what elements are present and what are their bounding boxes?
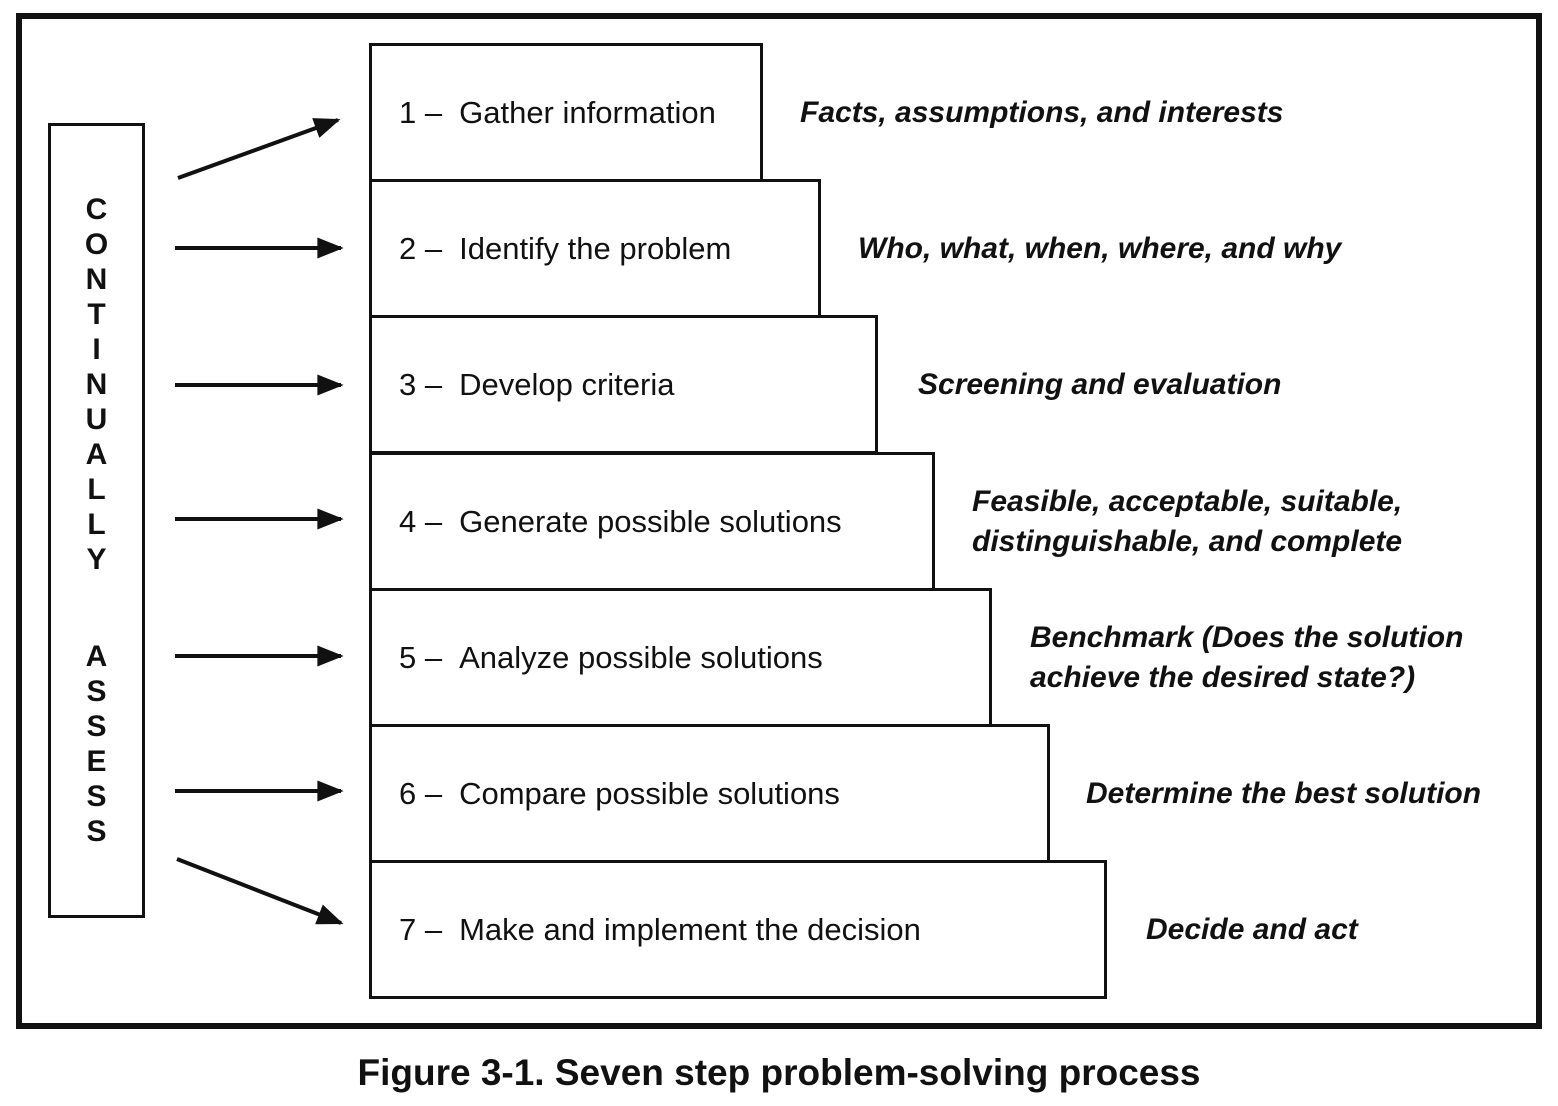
step-title: Gather information (459, 94, 716, 130)
step-title: Generate possible solutions (459, 503, 842, 539)
step-title: Compare possible solutions (459, 775, 840, 811)
step-box-1: 1 – Gather information (369, 43, 763, 182)
note-line: Facts, assumptions, and interests (800, 95, 1284, 129)
note-line: Decide and act (1146, 912, 1358, 946)
step-title: Make and implement the decision (459, 911, 921, 947)
step-box-2: 2 – Identify the problem (369, 179, 821, 318)
step-note-7: Decide and act (1146, 860, 1358, 999)
step-note-3: Screening and evaluation (918, 315, 1281, 454)
note-line: Screening and evaluation (918, 367, 1282, 401)
step-box-3: 3 – Develop criteria (369, 315, 878, 454)
step-box-4: 4 – Generate possible solutions (369, 452, 935, 591)
step-box-5: 5 – Analyze possible solutions (369, 588, 992, 727)
step-note-6: Determine the best solution (1086, 724, 1481, 863)
note-line: Feasible, acceptable, suitable, (972, 484, 1403, 518)
step-number: 5 – (399, 639, 443, 675)
step-number: 1 – (399, 94, 443, 130)
step-number: 3 – (399, 366, 443, 402)
step-title: Analyze possible solutions (459, 639, 823, 675)
step-box-6: 6 – Compare possible solutions (369, 724, 1050, 863)
figure-caption: Figure 3-1. Seven step problem-solving p… (357, 1052, 1201, 1093)
step-number: 2 – (399, 230, 443, 266)
step-note-1: Facts, assumptions, and interests (800, 43, 1283, 182)
note-line: Benchmark (Does the solution (1030, 620, 1464, 654)
step-title: Identify the problem (459, 230, 732, 266)
step-title: Develop criteria (459, 366, 675, 402)
step-number: 6 – (399, 775, 443, 811)
note-line: Determine the best solution (1086, 776, 1482, 810)
note-line: achieve the desired state?) (1030, 660, 1416, 694)
step-note-4: Feasible, acceptable, suitable, distingu… (972, 452, 1402, 591)
step-number: 7 – (399, 911, 443, 947)
step-box-7: 7 – Make and implement the decision (369, 860, 1107, 999)
step-number: 4 – (399, 503, 443, 539)
step-note-2: Who, what, when, where, and why (858, 179, 1341, 318)
step-note-5: Benchmark (Does the solution achieve the… (1030, 588, 1463, 727)
note-line: Who, what, when, where, and why (858, 231, 1342, 265)
note-line: distinguishable, and complete (972, 524, 1403, 558)
